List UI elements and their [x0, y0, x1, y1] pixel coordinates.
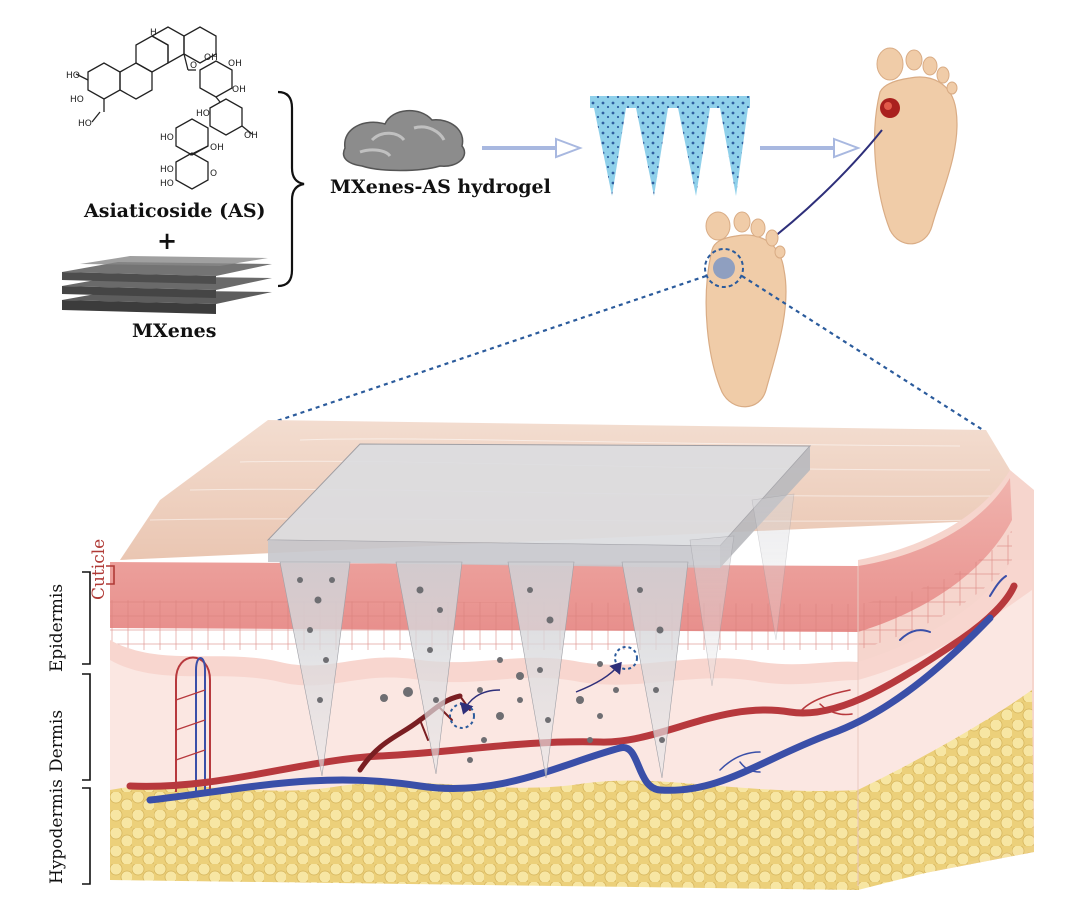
- capillary-loop: [175, 656, 211, 792]
- hypodermis-label: Hypodermis: [47, 779, 67, 884]
- mxenes-label: MXenes: [132, 320, 217, 342]
- svg-text:HO: HO: [160, 165, 174, 175]
- layer-brackets: [82, 565, 115, 885]
- cuticle-label: Cuticle: [89, 538, 109, 600]
- foot-treated-icon: [704, 211, 787, 408]
- zoom-lines: [267, 274, 987, 433]
- particle-paths: [449, 646, 638, 729]
- svg-text:O: O: [190, 61, 197, 71]
- svg-text:OH: OH: [210, 143, 224, 153]
- released-particles: [297, 577, 665, 763]
- epidermis-label: Epidermis: [47, 583, 67, 672]
- mxene-sheets-icon: [62, 256, 272, 314]
- process-arrow-1: [482, 137, 583, 159]
- process-arrow-2: [760, 137, 861, 159]
- svg-text:HO: HO: [70, 95, 84, 105]
- svg-text:HO: HO: [66, 71, 80, 81]
- svg-text:OH: OH: [228, 59, 242, 69]
- hydrogel-label: MXenes-AS hydrogel: [330, 176, 551, 198]
- svg-text:OH: OH: [244, 131, 258, 141]
- grouping-brace: [277, 90, 305, 288]
- microneedle-patch-icon: [590, 96, 750, 196]
- foot-wound-icon: [873, 47, 958, 245]
- svg-text:HO: HO: [78, 119, 92, 129]
- hydrogel-blob-icon: [342, 110, 466, 172]
- asiaticoside-label: Asiaticoside (AS): [84, 200, 266, 222]
- svg-text:HO: HO: [196, 109, 210, 119]
- svg-text:OH: OH: [204, 53, 218, 63]
- svg-text:HO: HO: [160, 179, 174, 189]
- svg-text:OH: OH: [232, 85, 246, 95]
- dermis-label: Dermis: [47, 709, 67, 772]
- plus-sign: +: [157, 226, 178, 255]
- svg-text:H: H: [150, 28, 157, 38]
- svg-text:O: O: [210, 169, 217, 179]
- asiaticoside-structure-icon: [75, 26, 253, 190]
- svg-text:HO: HO: [160, 133, 174, 143]
